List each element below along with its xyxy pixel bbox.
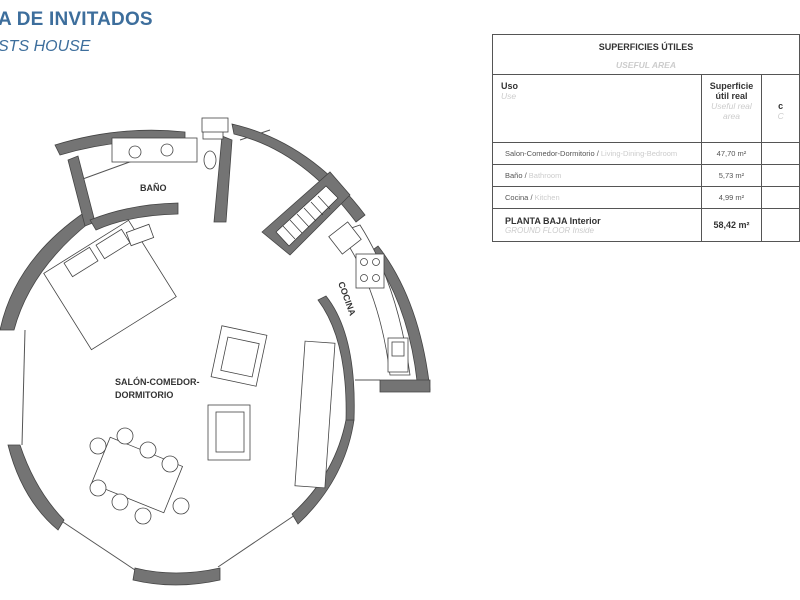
dining-chair xyxy=(89,479,107,497)
bed xyxy=(43,219,177,351)
col-header-uso: Uso Use xyxy=(492,74,702,143)
table-total-row: PLANTA BAJA Interior GROUND FLOOR Inside… xyxy=(492,208,800,242)
total-label: PLANTA BAJA Interior xyxy=(505,215,601,226)
dining-chair xyxy=(139,441,157,459)
row-area: 5,73 m² xyxy=(700,164,763,187)
bathroom-counter xyxy=(111,137,198,163)
table-row: Salon-Comedor-Dormitorio / Living-Dining… xyxy=(492,142,800,165)
row-extra xyxy=(761,142,800,165)
wall-outer-left xyxy=(0,211,91,331)
dining-chair xyxy=(111,493,129,511)
col-sup-label-2: útil real xyxy=(715,91,748,101)
row-uso-en: Bathroom xyxy=(528,171,562,180)
sofa xyxy=(294,340,336,489)
sink-icon xyxy=(128,145,142,159)
pillow xyxy=(63,246,99,278)
col-extra-1: c xyxy=(778,101,784,111)
toilet-icon xyxy=(203,150,217,170)
col-header-superficie: Superficie útil real Useful real area xyxy=(700,74,763,143)
nightstand xyxy=(125,223,155,247)
armchair-seat xyxy=(215,411,245,453)
interior-wall-bano xyxy=(79,159,136,181)
row-area: 47,70 m² xyxy=(700,142,763,165)
cooktop xyxy=(355,253,385,289)
wall-bano-floor xyxy=(89,202,179,231)
areas-table: SUPERFICIES ÚTILES USEFUL AREA Uso Use S… xyxy=(492,34,800,242)
dining-chair xyxy=(116,427,134,445)
glazed-wall-bottom xyxy=(59,519,136,571)
glazed-wall-right xyxy=(217,514,296,568)
table-title: SUPERFICIES ÚTILES xyxy=(598,41,694,52)
wall-bano-right xyxy=(213,135,233,223)
burner-icon xyxy=(360,258,368,266)
armchair-seat xyxy=(220,336,260,378)
row-uso-en: Living-Dining-Bedroom xyxy=(600,149,678,158)
glazed-wall-left xyxy=(21,329,26,446)
dining-chair xyxy=(89,437,107,455)
room-label-salon-2: DORMITORIO xyxy=(115,390,173,400)
page-subtitle: STS HOUSE xyxy=(0,38,91,55)
burner-icon xyxy=(360,274,368,282)
pillow xyxy=(95,228,131,260)
total-extra xyxy=(761,208,800,242)
room-label-salon-1: SALÓN-COMEDOR- xyxy=(115,376,200,387)
kitchen-sink-basin xyxy=(391,341,405,357)
row-uso: Cocina xyxy=(505,193,529,202)
areas-table-title: SUPERFICIES ÚTILES USEFUL AREA xyxy=(492,34,800,75)
table-row: Baño / Bathroom 5,73 m² xyxy=(492,164,800,187)
row-extra xyxy=(761,164,800,187)
wall-left-lower xyxy=(7,444,65,531)
burner-icon xyxy=(372,258,380,266)
shower-tray xyxy=(201,117,229,133)
total-area: 58,42 m² xyxy=(700,208,763,242)
table-title-en: USEFUL AREA xyxy=(616,59,676,70)
row-uso: Baño xyxy=(505,171,523,180)
room-label-bano: BAÑO xyxy=(140,183,167,193)
wall-kitchen-curve xyxy=(317,295,355,421)
sink-icon xyxy=(160,143,174,157)
dining-chair xyxy=(172,497,190,515)
col-header-extra: c C xyxy=(761,74,800,143)
burner-icon xyxy=(372,274,380,282)
fridge xyxy=(328,221,362,255)
col-sup-en-1: Useful real xyxy=(711,101,752,111)
wall-kitchen-bottom xyxy=(379,379,431,393)
row-uso-en: Kitchen xyxy=(534,193,560,202)
row-area: 4,99 m² xyxy=(700,186,763,209)
page-title: A DE INVITADOS xyxy=(0,9,153,30)
col-sup-label-1: Superficie xyxy=(709,81,754,91)
dining-chair xyxy=(134,507,152,525)
total-label-en: GROUND FLOOR Inside xyxy=(505,225,594,235)
room-label-cocina: COCINA xyxy=(336,280,358,317)
wall-bottom xyxy=(132,567,221,586)
dining-chair xyxy=(161,455,179,473)
col-sup-en-2: area xyxy=(722,111,740,121)
col-uso-label: Uso xyxy=(501,81,519,91)
wall-top-right xyxy=(231,123,366,223)
table-row: Cocina / Kitchen 4,99 m² xyxy=(492,186,800,209)
row-extra xyxy=(761,186,800,209)
stair-tread-lines xyxy=(282,195,331,240)
col-extra-2: C xyxy=(777,111,784,121)
row-uso: Salon-Comedor-Dormitorio xyxy=(505,149,595,158)
col-uso-en: Use xyxy=(501,91,517,101)
